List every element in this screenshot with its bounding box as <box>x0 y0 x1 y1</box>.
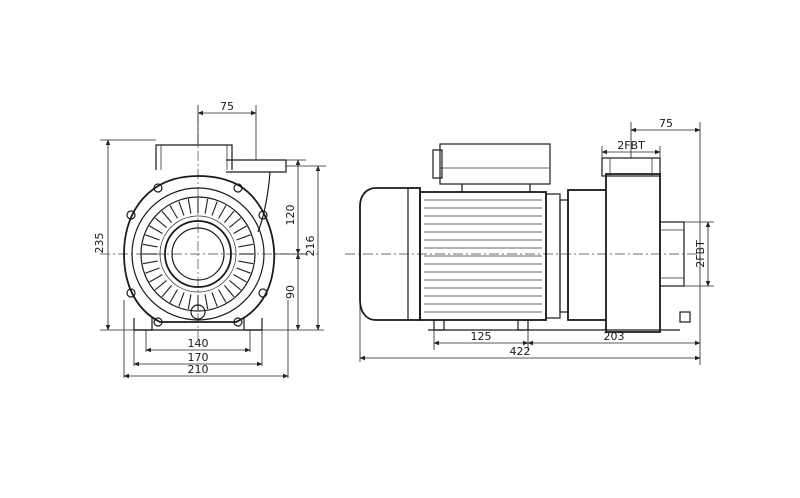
housing-fin <box>169 289 178 303</box>
drain-screw <box>679 311 691 323</box>
housing-fin <box>145 234 160 241</box>
dim-front-base-inner: 140 <box>188 337 209 350</box>
housing-fin <box>161 285 173 298</box>
housing-fin <box>236 267 251 274</box>
housing-fin <box>142 243 158 248</box>
housing-fin <box>223 210 235 223</box>
housing-fins <box>142 198 254 310</box>
port-label-side: 2FBT <box>694 240 707 268</box>
dim-front-top: 75 <box>220 100 234 113</box>
housing-fin <box>145 267 160 274</box>
housing-fin <box>187 294 192 310</box>
housing-fin <box>229 217 242 229</box>
housing-fin <box>149 225 163 234</box>
terminal-box <box>432 143 551 192</box>
suction-port <box>659 221 685 287</box>
housing-fin <box>233 225 247 234</box>
base-feet <box>133 318 263 331</box>
housing-fin <box>218 205 227 219</box>
housing-fin <box>238 243 254 248</box>
dim-front-height: 235 <box>93 233 106 254</box>
housing-fin <box>178 292 185 307</box>
housing-fin <box>142 260 158 265</box>
dim-side-top-offset: 75 <box>659 117 673 130</box>
inlet-collar <box>159 215 237 293</box>
dim-front-base-mid: 170 <box>188 351 209 364</box>
pump-housing <box>123 175 276 323</box>
housing-fin <box>204 294 209 310</box>
volute-ring-inner <box>140 196 256 312</box>
inlet-flange <box>164 220 232 288</box>
adapter-ring <box>559 199 569 313</box>
housing-fin <box>149 274 163 283</box>
dim-front-right: 216 <box>304 236 317 257</box>
housing-fin <box>204 198 209 214</box>
dim-side-feet: 125 <box>471 330 492 343</box>
housing-fin <box>211 292 218 307</box>
port-label-top: 2FBT <box>617 139 645 152</box>
housing-fin <box>229 279 242 291</box>
dim-side-to-end: 203 <box>604 330 625 343</box>
dim-front-base-outer: 210 <box>188 363 209 376</box>
housing-fin <box>178 201 185 216</box>
housing-fin <box>161 210 173 223</box>
dim-front-upper: 120 <box>284 205 297 226</box>
housing-fin <box>223 285 235 298</box>
side-feet <box>428 319 680 331</box>
volute-ring-outer <box>131 187 265 321</box>
housing-fin <box>169 205 178 219</box>
side-view: 75 2FBT 2FBT 125 203 422 <box>345 117 714 365</box>
dim-front-lower: 90 <box>284 285 297 299</box>
housing-fin <box>154 217 167 229</box>
housing-fin <box>154 279 167 291</box>
housing-fin <box>233 274 247 283</box>
housing-fin <box>236 234 251 241</box>
housing-fin <box>218 289 227 303</box>
motor-front-flange <box>545 193 561 319</box>
housing-bolts <box>126 183 268 327</box>
inlet-bore <box>171 227 225 281</box>
front-view: 75 235 120 90 216 140 170 210 <box>93 100 326 379</box>
housing-fin <box>238 260 254 265</box>
drain-plug <box>190 304 206 320</box>
pump-housing-side <box>567 157 691 333</box>
dim-side-overall: 422 <box>510 345 531 358</box>
housing-fin <box>187 198 192 214</box>
motor-cooling-fins <box>424 199 542 313</box>
housing-fin <box>211 201 218 216</box>
